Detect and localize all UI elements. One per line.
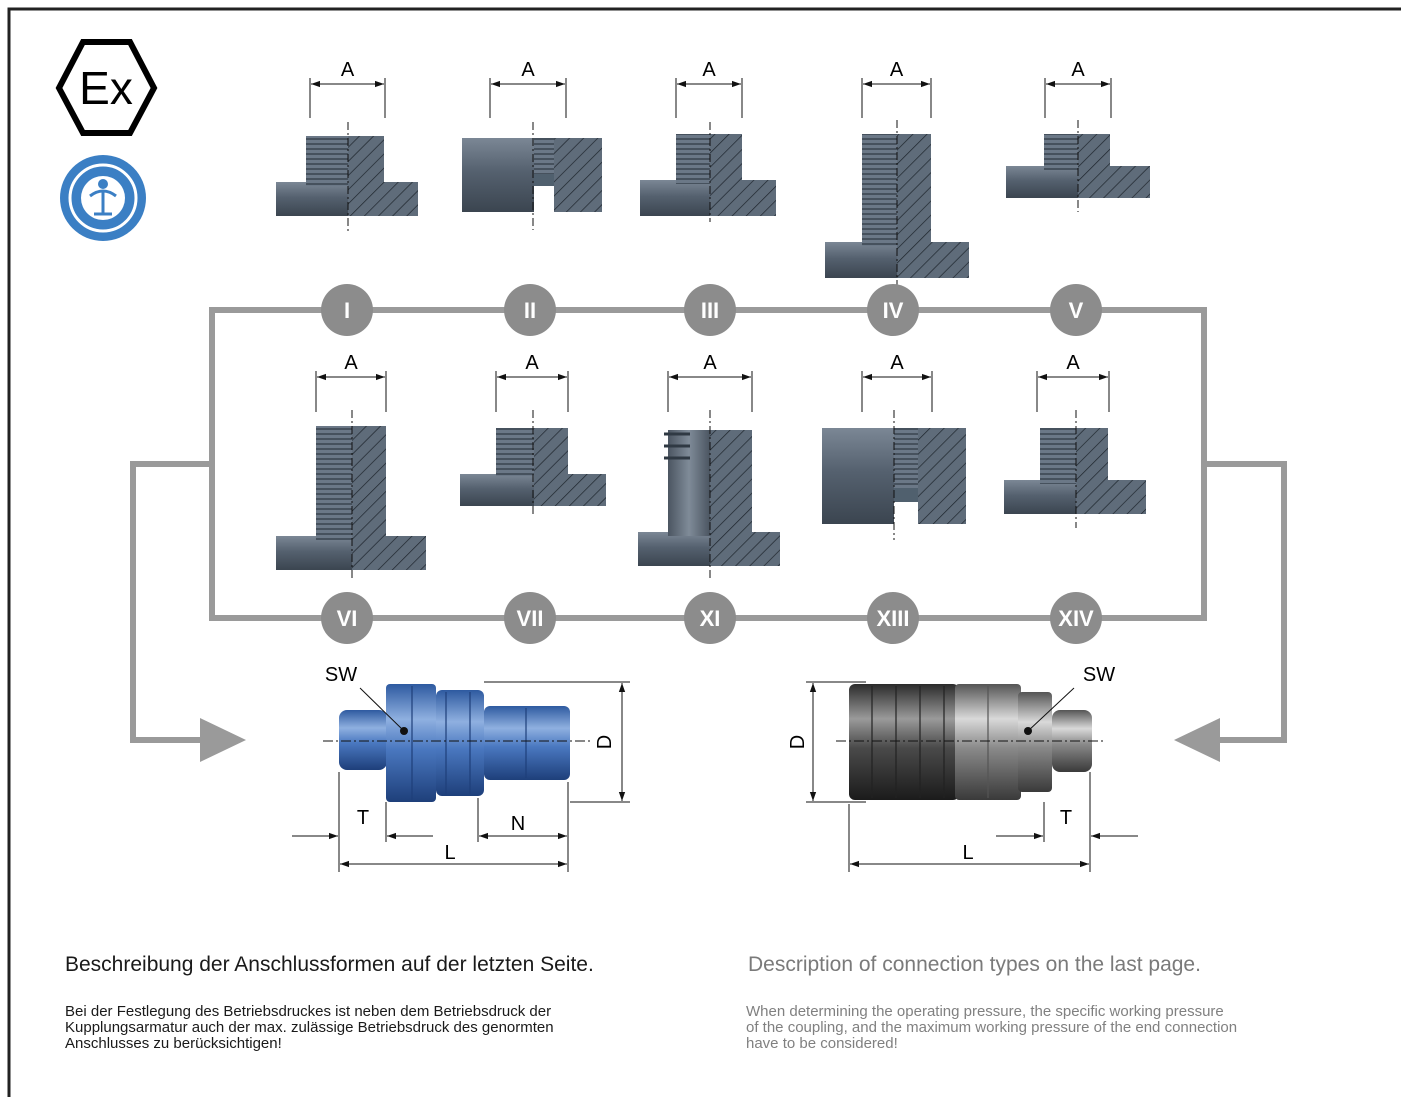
dimension-a: A xyxy=(667,352,753,412)
badge-type-XIV: XIV xyxy=(1050,592,1102,644)
a-label: A xyxy=(702,59,716,81)
sw-label-right: SW xyxy=(1083,664,1115,686)
badge-label: III xyxy=(701,298,719,323)
dimension-a: A xyxy=(861,59,932,118)
dimension-a: A xyxy=(675,59,743,118)
d-label-left: D xyxy=(594,735,616,749)
badge-type-V: V xyxy=(1050,284,1102,336)
badge-type-VI: VI xyxy=(321,592,373,644)
connection-part-III xyxy=(640,122,776,222)
n-label: N xyxy=(511,813,525,835)
badge-label: V xyxy=(1069,298,1084,323)
a-label: A xyxy=(1066,352,1080,374)
a-label: A xyxy=(1071,59,1085,81)
badge-type-XIII: XIII xyxy=(867,592,919,644)
connection-part-I xyxy=(276,122,418,234)
d-label-right: D xyxy=(787,735,809,749)
badge-type-VII: VII xyxy=(504,592,556,644)
dimension-a: A xyxy=(309,59,386,118)
caption-de-body: Bei der Festlegung des Betriebsdruckes i… xyxy=(65,1003,554,1052)
badge-label: I xyxy=(344,298,350,323)
badge-type-III: III xyxy=(684,284,736,336)
connection-part-VII xyxy=(460,410,606,516)
caption-en-body: When determining the operating pressure,… xyxy=(746,1003,1238,1052)
connection-part-IV xyxy=(825,120,969,288)
a-label: A xyxy=(703,352,717,374)
connection-part-VI xyxy=(276,410,426,580)
arrow-right-icon xyxy=(1174,718,1220,762)
badge-label: II xyxy=(524,298,536,323)
badge-label: VII xyxy=(517,606,544,631)
dimension-a: A xyxy=(315,352,387,412)
a-label: A xyxy=(341,59,355,81)
dimension-a: A xyxy=(1036,352,1110,412)
t-label-left: T xyxy=(357,807,369,829)
badge-type-II: II xyxy=(504,284,556,336)
coupling-socket-drawing: SW D T L xyxy=(787,664,1138,872)
nipple-plug-drawing: SW D T N L xyxy=(292,664,630,872)
badge-label: XIII xyxy=(876,606,909,631)
a-label: A xyxy=(344,352,358,374)
dimension-a: A xyxy=(861,352,933,412)
dimension-a-group: A A A A A A A A A A xyxy=(309,59,1112,412)
a-label: A xyxy=(525,352,539,374)
a-label: A xyxy=(521,59,535,81)
badge-type-XI: XI xyxy=(684,592,736,644)
dimension-a: A xyxy=(489,59,567,118)
caption-de-title: Beschreibung der Anschlussformen auf der… xyxy=(65,953,594,976)
a-label: A xyxy=(890,352,904,374)
dimension-a: A xyxy=(1044,59,1112,118)
connection-part-XIII xyxy=(822,410,966,540)
dimension-a: A xyxy=(495,352,569,412)
badge-type-I: I xyxy=(321,284,373,336)
connection-part-XIV xyxy=(1004,410,1146,528)
caption-en-title: Description of connection types on the l… xyxy=(748,953,1201,976)
eco-label-icon xyxy=(60,155,146,241)
badge-label: XI xyxy=(700,606,721,631)
l-label-left: L xyxy=(444,842,455,864)
badge-label: IV xyxy=(883,298,904,323)
badge-type-IV: IV xyxy=(867,284,919,336)
connection-part-XI xyxy=(638,410,780,580)
connection-part-V xyxy=(1006,120,1150,212)
connection-part-II xyxy=(462,122,602,230)
arrow-left-icon xyxy=(200,718,246,762)
ex-logo: Ex xyxy=(55,39,158,136)
a-label: A xyxy=(890,59,904,81)
svg-text:Ex: Ex xyxy=(79,62,133,114)
page-border xyxy=(7,7,1401,1097)
badge-label: XIV xyxy=(1058,606,1094,631)
sw-label-left: SW xyxy=(325,664,357,686)
t-label-right: T xyxy=(1060,807,1072,829)
l-label-right: L xyxy=(962,842,973,864)
badge-label: VI xyxy=(337,606,358,631)
